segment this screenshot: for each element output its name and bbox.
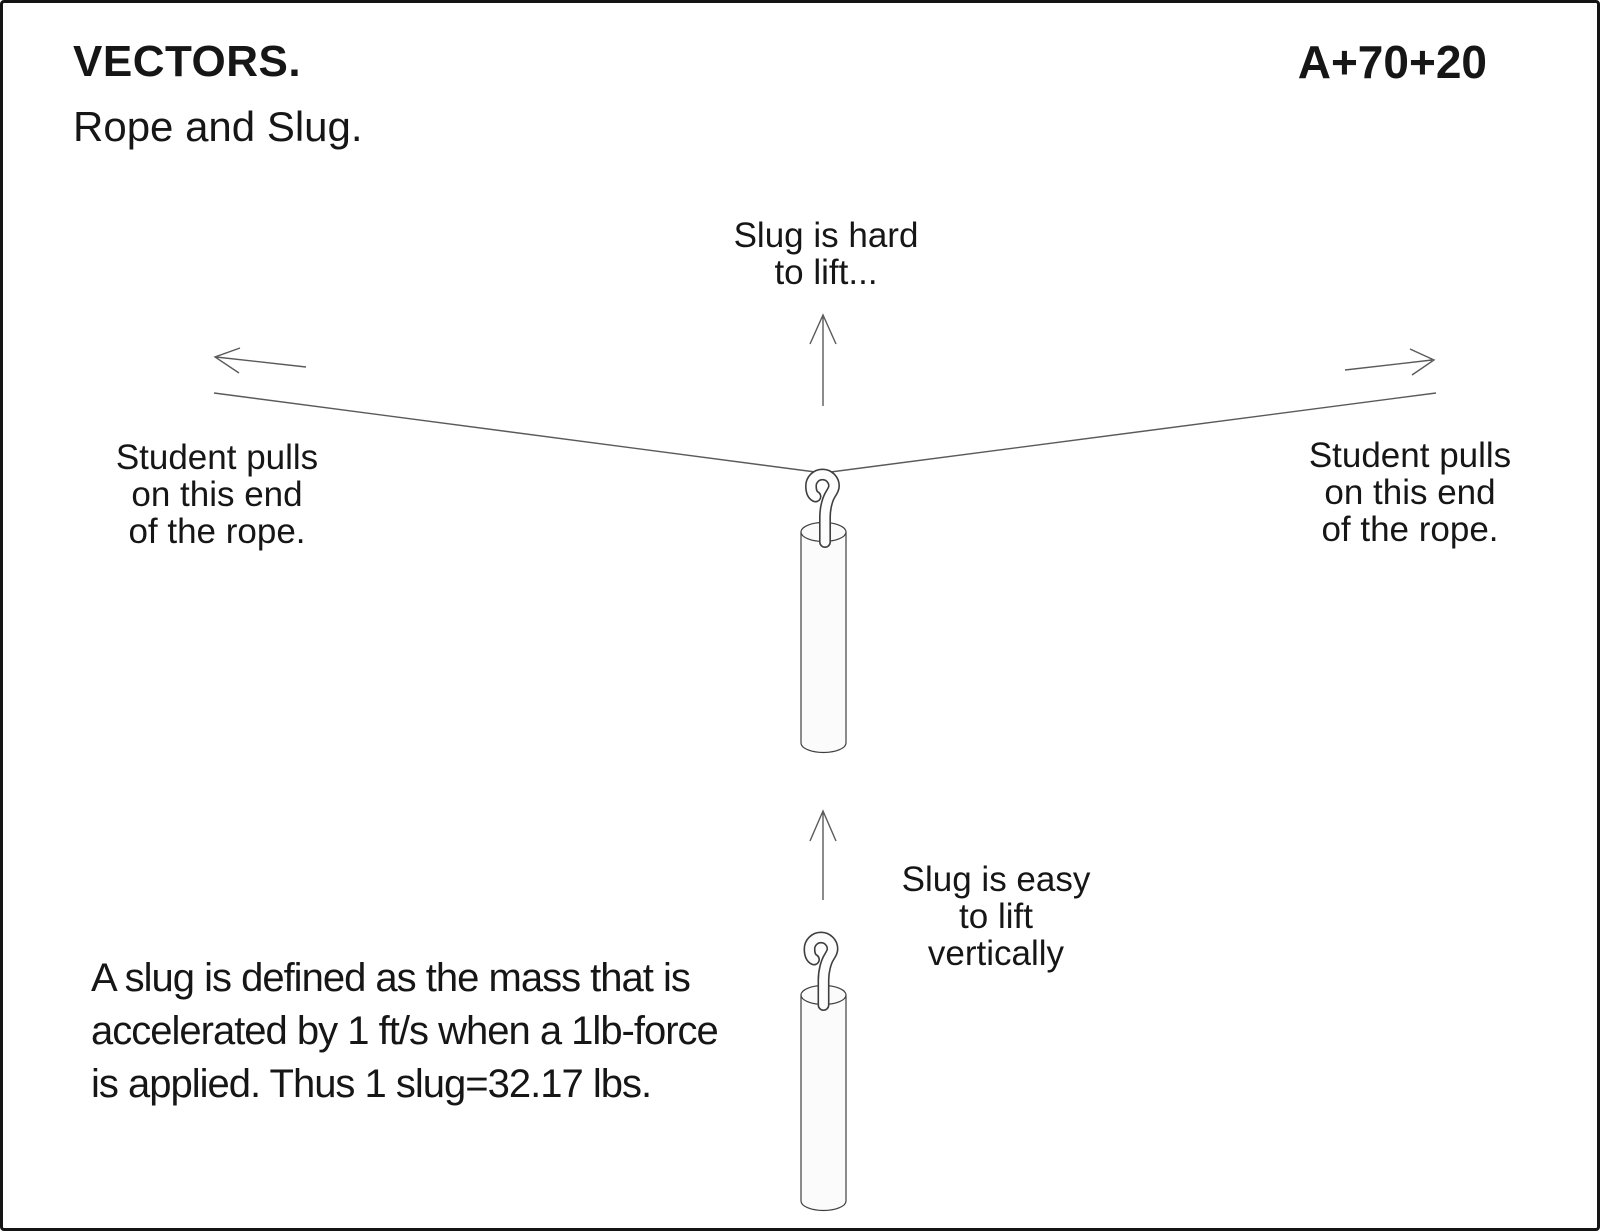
label-hard-to-lift: Slug is hard to lift... — [626, 217, 1026, 291]
pull-arrow-right — [1344, 348, 1436, 376]
cylinder-body — [800, 994, 847, 1212]
lift-arrow-easy — [809, 809, 837, 900]
label-student-pulls-left: Student pulls on this end of the rope. — [17, 439, 417, 550]
cylinder-body — [800, 531, 847, 754]
label-line: on this end — [1324, 473, 1496, 512]
label-line: of the rope. — [1321, 510, 1499, 549]
demo-code: A+70+20 — [1297, 36, 1487, 88]
label-line: Student pulls — [115, 438, 319, 477]
label-line: Slug is hard — [733, 216, 919, 255]
label-student-pulls-right: Student pulls on this end of the rope. — [1210, 436, 1597, 549]
slug-definition-text: A slug is defined as the mass that is ac… — [91, 952, 719, 1111]
slug-cylinder-top — [800, 521, 847, 754]
slug-cylinder-bottom — [800, 984, 847, 1212]
label-line: vertically — [927, 934, 1065, 973]
page-title: VECTORS. — [73, 37, 302, 86]
diagram-canvas — [213, 313, 1437, 1212]
pull-arrow-left — [213, 347, 307, 374]
definition-line: A slug is defined as the mass that is — [91, 956, 691, 1000]
label-line: Student pulls — [1308, 436, 1512, 475]
definition-line: accelerated by 1 ft/s when a 1lb-force — [91, 1009, 719, 1053]
label-line: to lift... — [774, 253, 878, 292]
definition-line: is applied. Thus 1 slug=32.17 lbs. — [91, 1062, 652, 1106]
page-subtitle: Rope and Slug. — [73, 103, 363, 150]
label-easy-to-lift: Slug is easy to lift vertically — [796, 861, 1196, 972]
lift-arrow-hard — [809, 313, 837, 406]
label-line: to lift — [959, 897, 1033, 936]
label-line: Slug is easy — [901, 860, 1091, 899]
label-line: on this end — [131, 475, 303, 514]
label-line: of the rope. — [128, 512, 306, 551]
